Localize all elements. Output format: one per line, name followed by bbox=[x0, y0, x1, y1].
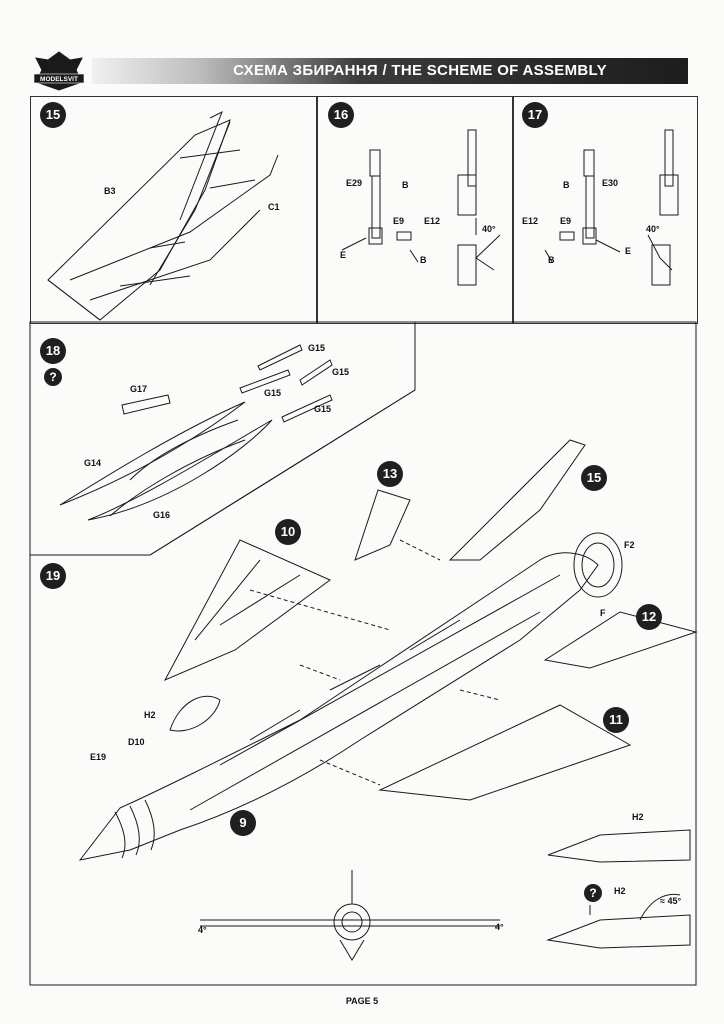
part-f-label: F bbox=[600, 608, 606, 618]
page-number: PAGE 5 bbox=[345, 996, 379, 1006]
part-h2-label: H2 bbox=[144, 710, 156, 720]
part-b3-label: B3 bbox=[104, 186, 116, 196]
part-e29-label: E29 bbox=[346, 178, 363, 188]
part-f2-label: F2 bbox=[624, 540, 635, 550]
step-18-outline bbox=[29, 321, 416, 556]
part-g15-label: G15 bbox=[314, 404, 332, 414]
angle-label: 40° bbox=[646, 224, 660, 234]
page-title: СХЕМА ЗБИРАННЯ / THE SCHEME OF ASSEMBLY bbox=[233, 62, 607, 79]
drop-tanks-drawing bbox=[59, 344, 333, 521]
header-bar bbox=[92, 58, 688, 84]
logo-text: MODELSVIT bbox=[40, 76, 78, 83]
part-g14-label: G14 bbox=[84, 458, 102, 468]
step-ref-10: 10 bbox=[275, 519, 301, 545]
step-15-frame bbox=[30, 96, 318, 324]
part-e9-label: E9 bbox=[560, 216, 572, 226]
tail-fin-drawing bbox=[47, 110, 279, 321]
front-view-left-angle: 4° bbox=[198, 925, 207, 935]
part-b-label: B bbox=[548, 255, 555, 265]
part-b-label: B bbox=[402, 180, 409, 190]
part-g15-label: G15 bbox=[308, 343, 326, 353]
detail-question-icon: ? bbox=[584, 884, 602, 902]
part-g17-label: G17 bbox=[130, 384, 148, 394]
part-c1-label: C1 bbox=[268, 202, 280, 212]
gear-17-drawing bbox=[544, 129, 679, 286]
part-g15-label: G15 bbox=[264, 388, 282, 398]
aircraft-drawing bbox=[78, 439, 698, 961]
detail-angle-label: ≈ 45° bbox=[660, 896, 682, 906]
part-g16-label: G16 bbox=[153, 510, 171, 520]
part-e12-label: E12 bbox=[424, 216, 441, 226]
part-e30-label: E30 bbox=[602, 178, 619, 188]
part-d10-label: D10 bbox=[128, 737, 145, 747]
part-e-label: E bbox=[340, 250, 347, 260]
modelsvit-logo: MODELSVIT bbox=[33, 51, 85, 91]
step-17-badge: 17 bbox=[522, 102, 548, 128]
part-b-label: B bbox=[563, 180, 570, 190]
step-ref-12: 12 bbox=[636, 604, 662, 630]
angle-label: 40° bbox=[482, 224, 496, 234]
step-ref-11: 11 bbox=[603, 707, 629, 733]
step-ref-13: 13 bbox=[377, 461, 403, 487]
part-e9-label: E9 bbox=[393, 216, 405, 226]
step-19-outline bbox=[29, 321, 697, 986]
question-icon: ? bbox=[44, 368, 62, 386]
step-17-frame bbox=[512, 96, 698, 324]
detail-h2-top-label: H2 bbox=[632, 812, 644, 822]
part-e-label: E bbox=[625, 246, 632, 256]
step-19-badge: 19 bbox=[40, 563, 66, 589]
part-b-label: B bbox=[420, 255, 427, 265]
front-view-right-angle: 4° bbox=[495, 922, 504, 932]
detail-h2-bottom-label: H2 bbox=[614, 886, 626, 896]
step-ref-15: 15 bbox=[581, 465, 607, 491]
gear-16-drawing bbox=[341, 129, 501, 286]
part-e19-label: E19 bbox=[90, 752, 107, 762]
part-g15-label: G15 bbox=[332, 367, 350, 377]
step-15-badge: 15 bbox=[40, 102, 66, 128]
step-18-badge: 18 bbox=[40, 338, 66, 364]
step-16-badge: 16 bbox=[328, 102, 354, 128]
part-e12-label: E12 bbox=[522, 216, 539, 226]
step-ref-9: 9 bbox=[230, 810, 256, 836]
